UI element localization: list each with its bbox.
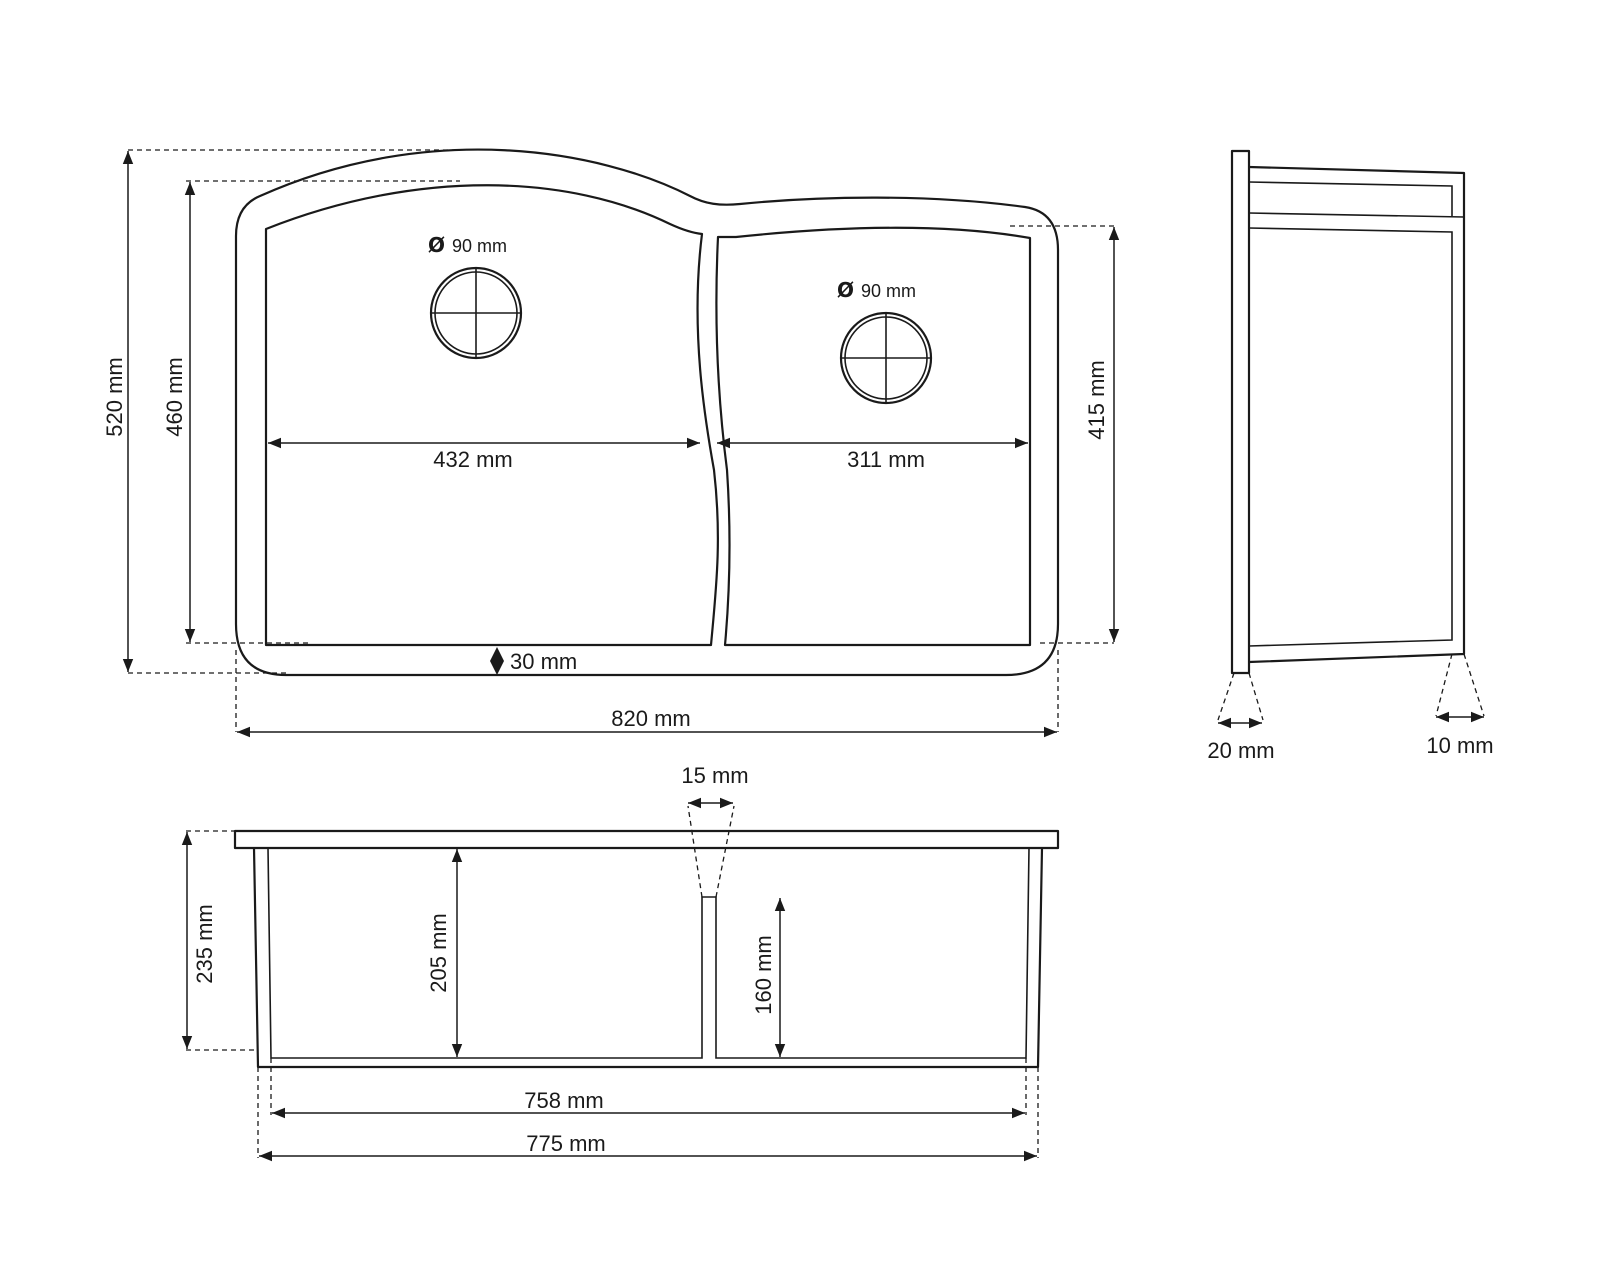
sink-outer-outline <box>234 148 1060 677</box>
outer-width-label: 775 mm <box>526 1131 605 1156</box>
diameter-icon: Ø <box>837 278 854 302</box>
left-bowl-depth-label: 205 mm <box>426 913 451 992</box>
front-view: 15 mm 235 mm 205 mm 160 mm 758 mm 775 mm <box>181 763 1060 1162</box>
left-drain-diameter-label: 90 mm <box>452 236 507 256</box>
rim-thickness-label: 30 mm <box>510 649 577 674</box>
side-view: 20 mm 10 mm <box>1207 149 1494 763</box>
right-depth-415-label: 415 mm <box>1084 360 1109 439</box>
inner-depth-460-label: 460 mm <box>162 357 187 436</box>
front-top-flange <box>233 829 1060 850</box>
inner-width-label: 758 mm <box>524 1088 603 1113</box>
left-drain <box>429 266 523 360</box>
front-total-depth-label: 235 mm <box>192 904 217 983</box>
total-width-label: 820 mm <box>611 706 690 731</box>
right-bowl-depth-label: 160 mm <box>751 935 776 1014</box>
total-depth-520-label: 520 mm <box>102 357 127 436</box>
top-view: Ø 90 mm Ø 90 mm 520 mm 460 mm 415 mm 432… <box>102 148 1120 738</box>
left-bowl-outline <box>264 184 719 647</box>
left-bowl-width-label: 432 mm <box>433 447 512 472</box>
right-bowl-width-label: 311 mm <box>847 447 925 472</box>
diameter-icon: Ø <box>428 233 445 257</box>
flange-thickness-label: 20 mm <box>1207 738 1274 763</box>
right-drain-diameter-label: 90 mm <box>861 281 916 301</box>
right-drain <box>839 311 933 405</box>
wall-thickness-label: 10 mm <box>1426 733 1493 758</box>
side-flange <box>1230 149 1251 675</box>
right-bowl-outline <box>715 226 1032 647</box>
divider-width-label: 15 mm <box>681 763 748 788</box>
